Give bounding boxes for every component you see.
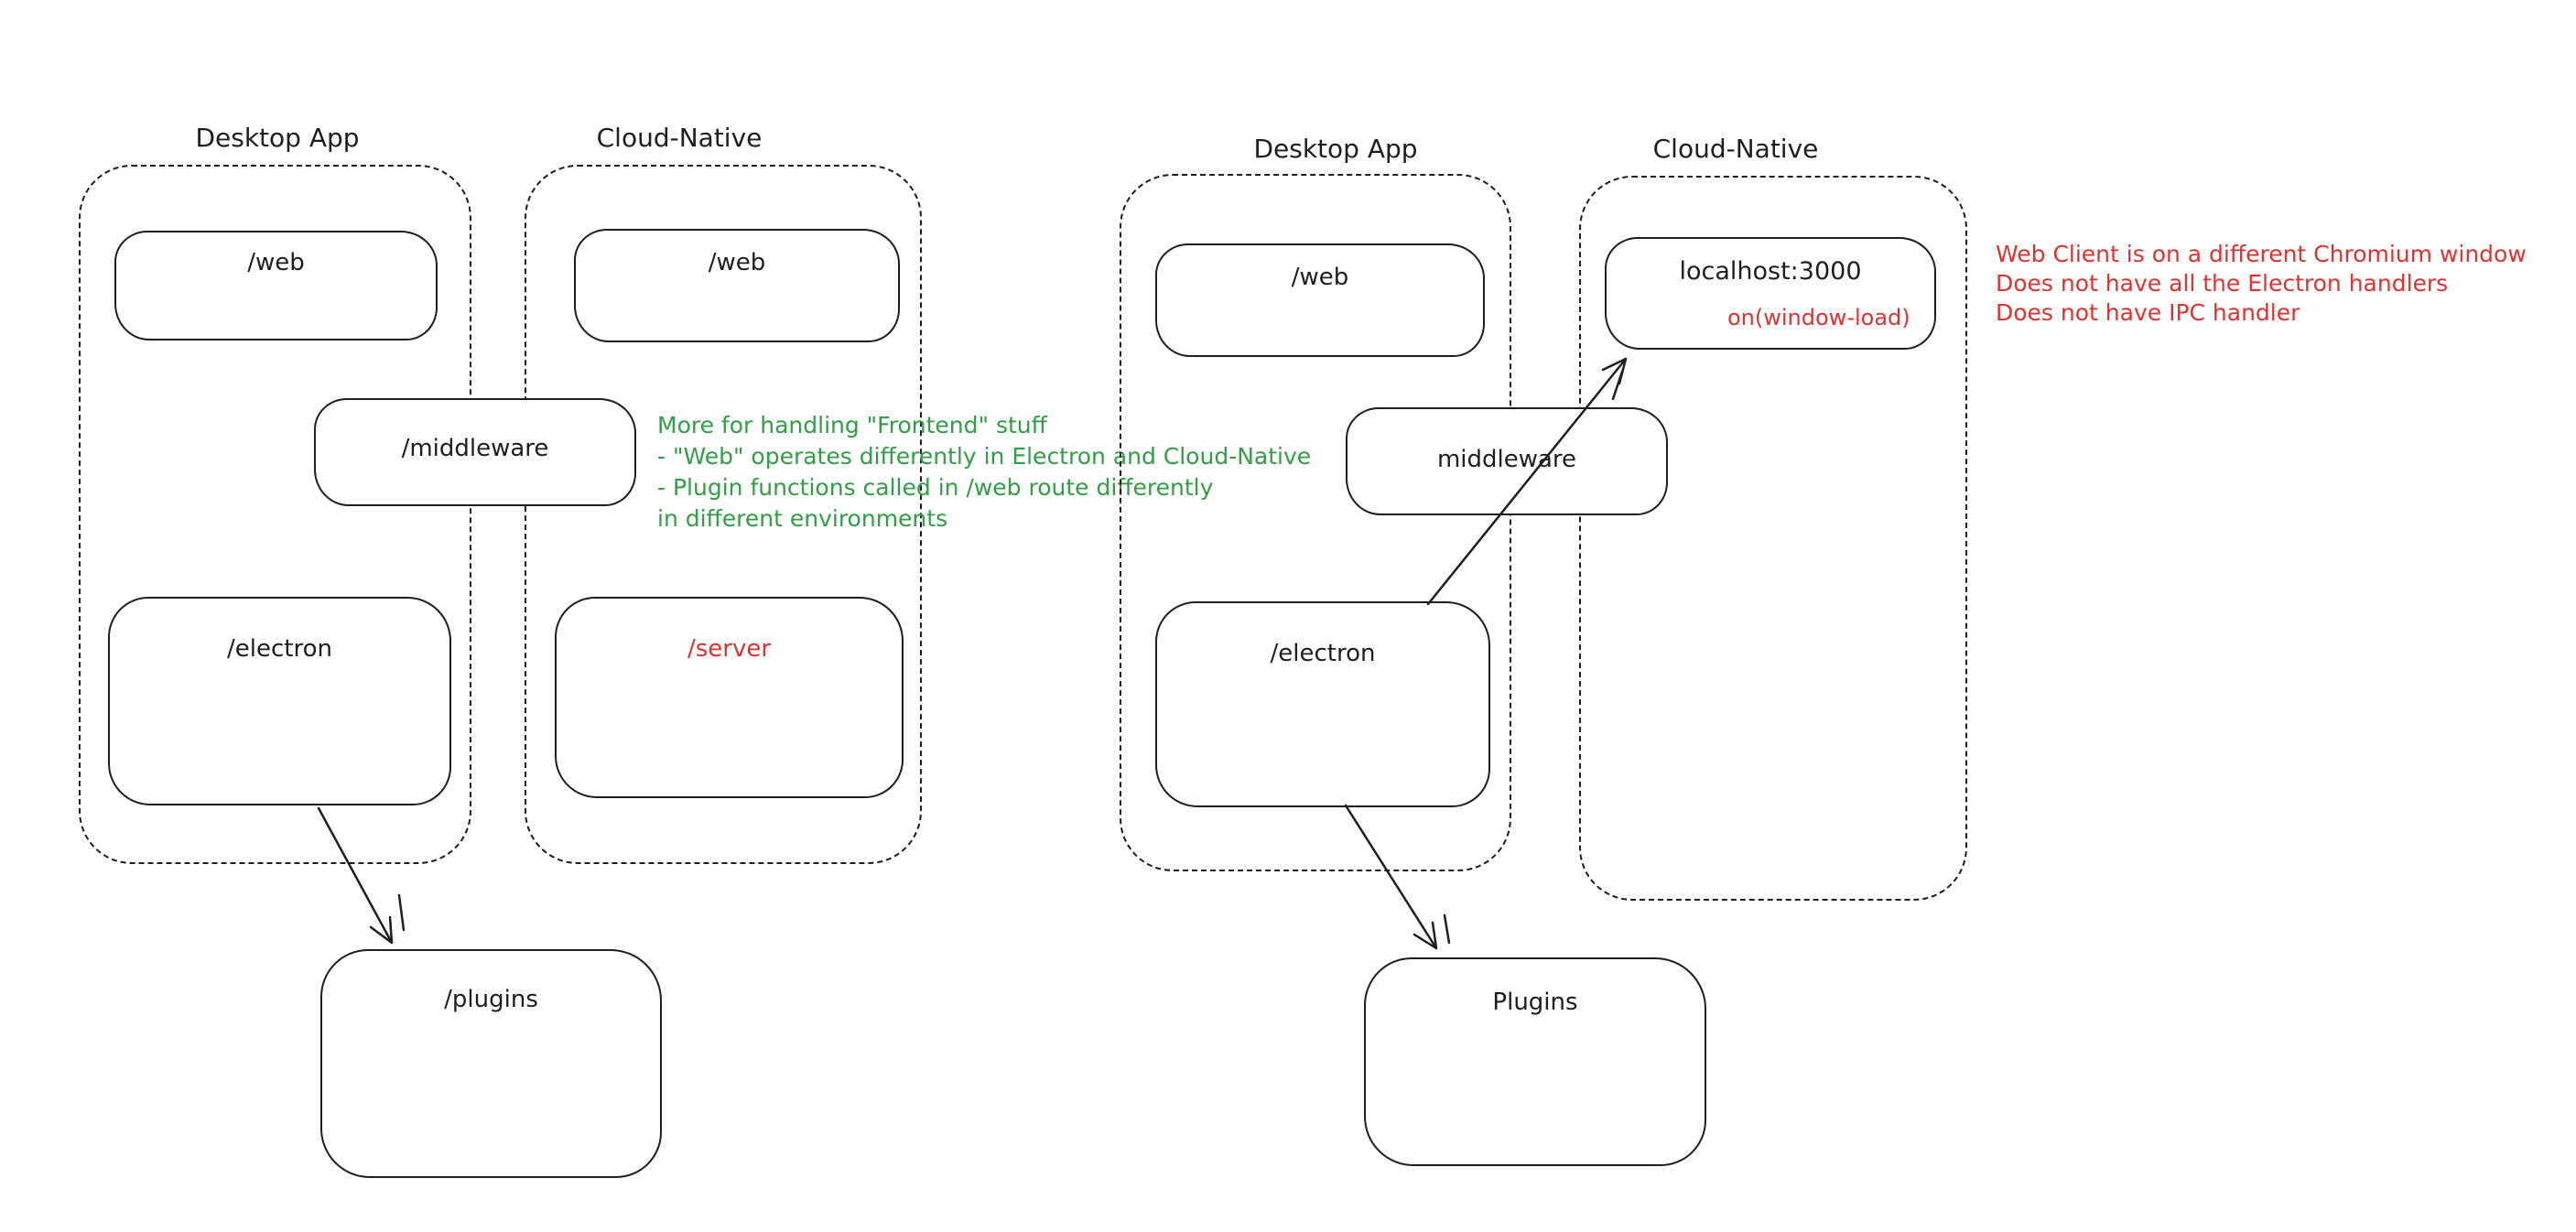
node-plugins-left[interactable]: /plugins	[320, 949, 662, 1178]
node-electron-left-label: /electron	[227, 635, 332, 663]
right-cloud-native-group-label[interactable]: Cloud-Native	[1652, 134, 1819, 164]
node-web-left-desktop[interactable]: /web	[114, 231, 438, 340]
node-localhost-3000-label: localhost:3000	[1679, 257, 1862, 286]
red-note-line-3: Does not have IPC handler	[1996, 299, 2300, 326]
node-localhost-3000[interactable]: localhost:3000 on(window-load)	[1605, 237, 1936, 350]
node-server-left-label: /server	[687, 635, 772, 663]
red-note-line-1: Web Client is on a different Chromium wi…	[1996, 241, 2527, 267]
left-desktop-app-group-box[interactable]	[79, 165, 471, 864]
left-cloud-native-group-box[interactable]	[525, 165, 922, 864]
right-desktop-app-group-label[interactable]: Desktop App	[1253, 134, 1418, 164]
node-web-right-label: /web	[1291, 264, 1349, 291]
node-middleware-left[interactable]: /middleware	[314, 398, 636, 506]
node-middleware-right-label: middleware	[1436, 446, 1577, 473]
node-electron-left[interactable]: /electron	[108, 597, 451, 805]
node-plugins-right[interactable]: Plugins	[1364, 957, 1706, 1166]
green-note-line-4: in different environments	[657, 505, 948, 532]
left-desktop-app-group-label[interactable]: Desktop App	[195, 123, 360, 153]
node-web-left-desktop-label: /web	[247, 249, 305, 276]
node-electron-right[interactable]: /electron	[1155, 601, 1490, 807]
node-middleware-right[interactable]: middleware	[1346, 407, 1668, 515]
node-web-right[interactable]: /web	[1155, 243, 1485, 357]
left-cloud-native-group-label[interactable]: Cloud-Native	[596, 123, 763, 153]
node-web-left-cloud-label: /web	[708, 249, 766, 276]
node-server-left[interactable]: /server	[555, 597, 904, 798]
node-plugins-right-label: Plugins	[1492, 989, 1578, 1016]
on-window-load-label: on(window-load)	[1727, 305, 1910, 330]
node-middleware-left-label: /middleware	[401, 435, 549, 462]
green-note-line-1: More for handling "Frontend" stuff	[657, 412, 1047, 438]
node-plugins-left-label: /plugins	[444, 986, 538, 1013]
node-web-left-cloud[interactable]: /web	[574, 229, 900, 342]
red-annotation-note[interactable]: Web Client is on a different Chromium wi…	[1996, 240, 2527, 328]
red-note-line-2: Does not have all the Electron handlers	[1996, 270, 2449, 297]
node-electron-right-label: /electron	[1270, 640, 1376, 667]
green-note-line-2: - "Web" operates differently in Electron…	[657, 443, 1312, 470]
